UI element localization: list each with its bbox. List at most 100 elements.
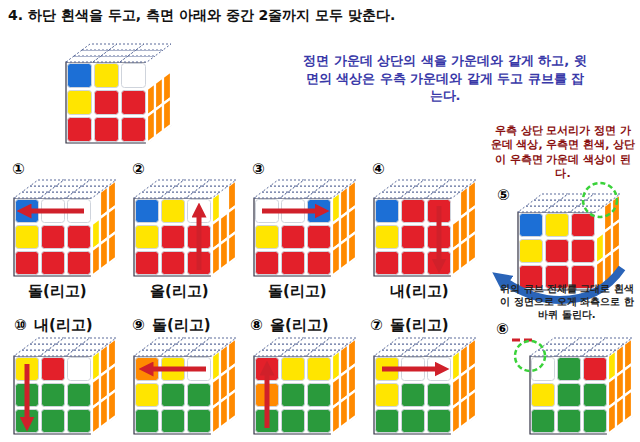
front-face-cell <box>308 358 331 381</box>
top-face-cell <box>426 192 460 198</box>
turn-arrow <box>25 364 30 424</box>
side-face-cell <box>100 238 108 270</box>
front-face-cell <box>282 410 305 433</box>
step-number: ③ <box>252 160 265 178</box>
front-face-cell <box>376 410 399 433</box>
cube-outline <box>254 180 356 276</box>
diagram-title: 4. 하단 흰색을 두고, 측면 아래와 중간 2줄까지 모두 맞춘다. <box>8 7 628 25</box>
cube-outline <box>374 338 476 434</box>
top-face-cell <box>586 194 620 200</box>
front-face-cell <box>558 358 581 381</box>
step-number: ⑦ <box>370 316 383 334</box>
front-face-cell <box>95 91 119 115</box>
front-face-cell <box>95 64 119 88</box>
front-face-cell <box>308 410 331 433</box>
front-face-cell <box>68 91 92 115</box>
front-face-cell <box>572 240 595 263</box>
side-face-cell <box>100 396 108 428</box>
top-face-cell <box>194 344 228 350</box>
side-face-cell <box>468 232 476 264</box>
side-face-cell <box>228 390 236 422</box>
front-face-cell <box>188 384 211 407</box>
cube <box>254 338 356 434</box>
front-face-cell <box>188 410 211 433</box>
front-face-cell <box>16 226 39 249</box>
cube <box>14 338 116 434</box>
side-face-cell <box>163 98 171 131</box>
front-face-cell <box>546 240 569 263</box>
cube-outline <box>134 180 236 276</box>
front-face-cell <box>572 214 595 237</box>
side-face-cell <box>348 390 356 422</box>
front-face-cell <box>42 358 65 381</box>
action-label: 내(리고) <box>390 282 449 301</box>
side-face-cell <box>212 402 220 434</box>
front-face-cell <box>376 226 399 249</box>
top-face-cell <box>322 338 356 344</box>
front-face-cell <box>376 252 399 275</box>
front-face-cell <box>308 384 331 407</box>
front-face-cell <box>42 252 65 275</box>
front-face-cell <box>162 200 185 223</box>
front-face-cell <box>122 64 146 88</box>
turn-arrow <box>437 206 442 266</box>
front-face-cell <box>68 64 92 88</box>
front-face-cell <box>162 252 185 275</box>
front-face-cell <box>68 118 92 142</box>
cube <box>518 194 620 290</box>
cube-outline <box>14 338 116 434</box>
front-face-cell <box>136 410 159 433</box>
front-face-cell <box>402 226 425 249</box>
front-face-cell <box>16 252 39 275</box>
side-face-cell <box>452 402 460 434</box>
front-face-cell <box>68 410 91 433</box>
front-face-cell <box>162 410 185 433</box>
front-face-cell <box>122 91 146 115</box>
front-face-cell <box>122 118 146 142</box>
top-face-cell <box>186 350 220 356</box>
top-face-cell <box>66 192 100 198</box>
front-face-cell <box>376 200 399 223</box>
top-face-cell <box>202 338 236 344</box>
front-face-cell <box>584 384 607 407</box>
side-face-cell <box>460 396 468 428</box>
top-face-cell <box>136 44 171 50</box>
front-face-cell <box>402 410 425 433</box>
action-label: 올(리고) <box>270 316 329 335</box>
front-face-cell <box>136 252 159 275</box>
action-label: 돌(리고) <box>152 316 211 335</box>
top-face-cell <box>590 344 624 350</box>
front-face-cell <box>428 384 451 407</box>
front-face-cell <box>402 200 425 223</box>
side-face-cell <box>147 110 155 143</box>
step-number: ② <box>132 160 145 178</box>
turn-arrow <box>265 368 270 428</box>
top-face-cell <box>186 192 220 198</box>
side-face-cell <box>108 390 116 422</box>
front-face-cell <box>95 118 119 142</box>
action-label: 올(리고) <box>150 282 209 301</box>
top-face-cell <box>120 56 155 62</box>
front-face-cell <box>68 252 91 275</box>
front-face-cell <box>68 384 91 407</box>
cube-outline <box>374 180 476 276</box>
front-face-cell <box>584 410 607 433</box>
cube-outline <box>134 338 236 434</box>
cube-outline <box>518 194 620 290</box>
front-face-cell <box>402 252 425 275</box>
front-face-cell <box>282 252 305 275</box>
cube <box>66 44 171 143</box>
front-face-cell <box>42 384 65 407</box>
cube <box>134 338 236 434</box>
front-face-cell <box>520 214 543 237</box>
corner-note: 우측 상단 모서리가 정면 가운데 색상, 우측면 흰색, 상단이 우측면 가운… <box>490 124 636 181</box>
edge-mark <box>512 339 532 342</box>
front-face-cell <box>42 410 65 433</box>
top-face-cell <box>128 50 163 56</box>
top-face-cell <box>82 338 116 344</box>
side-face-cell <box>460 238 468 270</box>
turn-arrow <box>24 209 84 214</box>
front-face-cell <box>402 384 425 407</box>
side-face-cell <box>92 244 100 276</box>
front-face-cell <box>584 358 607 381</box>
